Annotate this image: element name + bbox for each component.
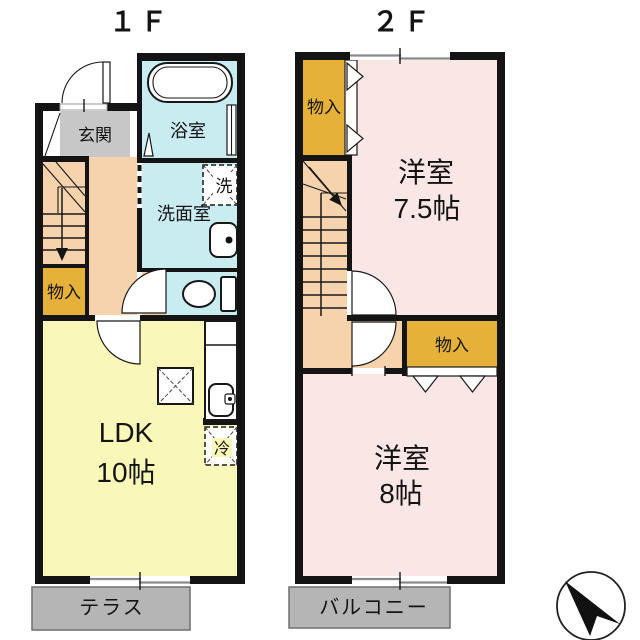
balcony-label: バルコニー	[319, 597, 429, 619]
entrance-door-leaf	[102, 61, 111, 104]
stairs-1f	[42, 161, 86, 261]
walls-1f	[35, 53, 245, 584]
bedroom1-name: 洋室	[398, 157, 454, 188]
ldk-area: 冷	[95, 315, 238, 466]
terrace-label: テラス	[79, 597, 145, 619]
washroom-opening-dashes	[137, 165, 142, 204]
ldk-door-arc	[96, 320, 141, 365]
storage-2f-top-label: 物入	[307, 98, 341, 117]
bath-door-pivot	[143, 132, 154, 157]
terrace	[31, 586, 191, 631]
ldk-name: LDK	[99, 417, 154, 448]
bedroom1-window	[350, 48, 450, 64]
washroom-label: 洗面室	[157, 204, 211, 224]
bedroom2-door-arc	[351, 321, 397, 367]
north-arrow-icon	[565, 581, 620, 636]
toilet-door-arc	[121, 268, 167, 314]
room-storage-2f-top	[303, 60, 345, 155]
toilet-tank	[220, 276, 237, 312]
floor-2f-rooms	[288, 60, 497, 629]
storage-1f-label: 物入	[47, 283, 81, 302]
floor-1f: １Ｆ	[31, 7, 245, 631]
storage-2f-top-door	[344, 59, 364, 156]
bathtub-inner	[152, 66, 228, 99]
toilet-icon	[182, 280, 216, 308]
storage-2f-mid-door	[406, 366, 498, 393]
bath-label: 浴室	[170, 121, 206, 141]
room-entry	[60, 111, 130, 157]
bedroom1-size: 7.5帖	[394, 193, 461, 224]
floor-1f-title: １Ｆ	[109, 7, 171, 37]
ldk-size: 10帖	[96, 457, 155, 488]
entry-label: 玄関	[78, 126, 112, 145]
ldk-terrace-window	[90, 572, 190, 590]
bedroom2-name: 洋室	[374, 443, 430, 474]
bifold-arrow-icon	[346, 61, 364, 92]
bedroom-doors	[347, 270, 397, 376]
balcony-window	[352, 572, 447, 590]
washroom-area: 洗	[137, 163, 238, 258]
bath-area	[143, 62, 237, 157]
bedroom1-door-arc	[351, 270, 397, 316]
bathtub-icon	[147, 62, 233, 103]
floor-2f: ２Ｆ	[288, 7, 505, 629]
fridge-label: 冷	[214, 440, 230, 458]
washbasin-drain	[225, 236, 233, 244]
stairs-up-arrow	[308, 166, 338, 201]
entrance-door-arc	[61, 61, 104, 104]
bifold-arrow-icon	[411, 375, 440, 393]
washbasin-icon	[209, 222, 238, 258]
toilet-area	[121, 268, 237, 314]
room-storage-1f	[43, 268, 85, 315]
floor-2f-title: ２Ｆ	[372, 7, 434, 37]
entrance-door	[44, 61, 111, 157]
room-bedroom-2	[303, 374, 497, 576]
stairs-2f	[302, 160, 347, 316]
room-storage-2f-mid	[407, 321, 497, 367]
entry-step-line	[44, 112, 61, 157]
walls-2f	[295, 52, 505, 584]
bedroom2-size: 8帖	[379, 478, 423, 509]
washer-label: 洗	[216, 177, 233, 196]
balcony	[288, 586, 451, 629]
bifold-arrow-icon	[346, 123, 364, 154]
storage-2f-mid-label: 物入	[435, 336, 469, 355]
compass	[556, 571, 626, 640]
bifold-arrow-icon	[458, 375, 487, 393]
